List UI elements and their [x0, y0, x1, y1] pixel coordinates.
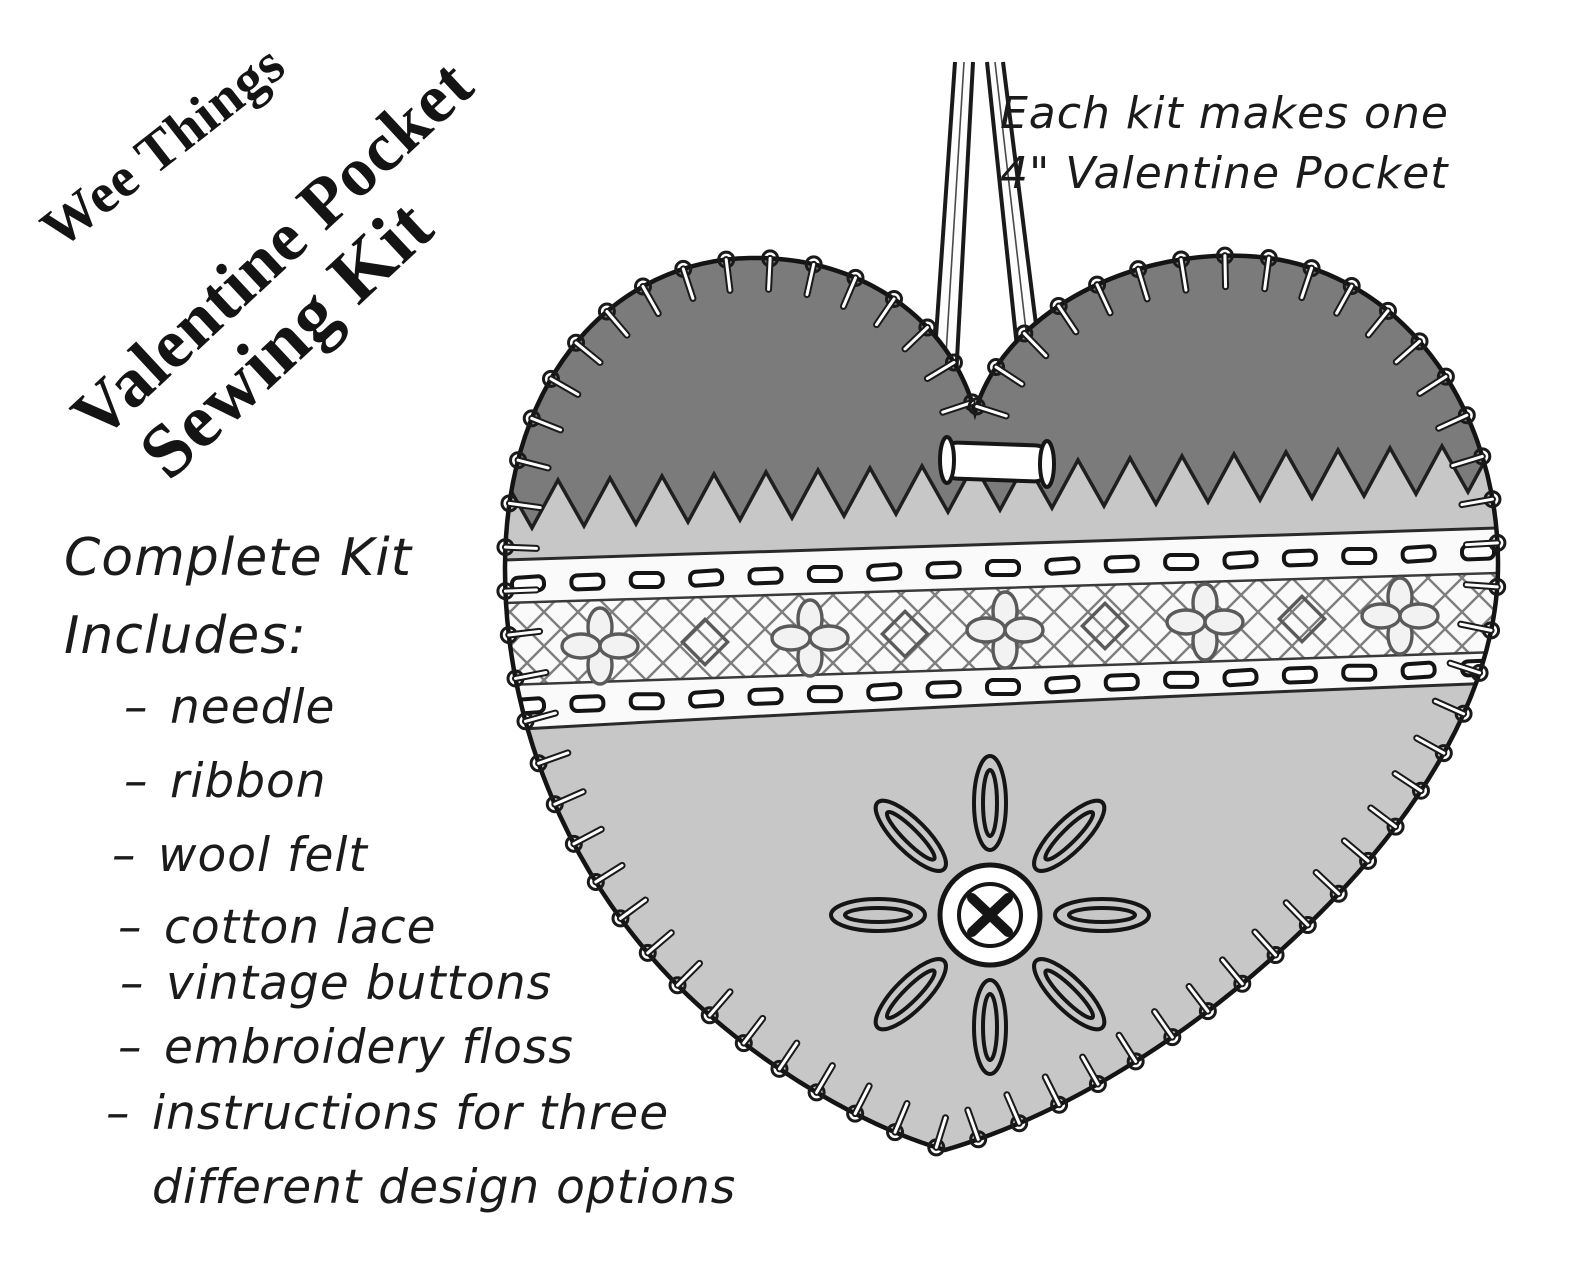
- kit-note-line2: 4" Valentine Pocket: [1000, 148, 1449, 199]
- kit-item-instructions-cont: different design options: [106, 1160, 736, 1215]
- kit-item-label: ribbon: [170, 754, 327, 809]
- kit-item-vintage-buttons: –vintage buttons: [120, 956, 552, 1011]
- kit-item-label: instructions for three: [152, 1086, 670, 1141]
- blanket-stitch-edge: [496, 246, 1507, 1157]
- kit-item-cotton-lace: –cotton lace: [118, 900, 437, 955]
- kit-item-ribbon: –ribbon: [124, 754, 327, 809]
- button-flower: [829, 754, 1151, 1076]
- item-dash: –: [120, 956, 145, 1011]
- kit-item-wool-felt: –wool felt: [112, 828, 368, 883]
- kit-list-heading-line2: Includes:: [64, 606, 307, 666]
- buttonhole-slot: [938, 435, 1056, 489]
- kit-note: Each kit makes one 4" Valentine Pocket: [1000, 84, 1449, 204]
- kit-item-label: different design options: [152, 1160, 737, 1215]
- kit-item-label: vintage buttons: [166, 956, 553, 1011]
- item-dash: –: [118, 900, 143, 955]
- kit-list-heading-line1: Complete Kit: [64, 528, 413, 588]
- running-stitch-row-top: [509, 542, 1497, 594]
- kit-item-label: needle: [170, 680, 336, 735]
- lace-band: [504, 526, 1499, 732]
- lace-flower-motifs: [560, 576, 1440, 686]
- kit-item-embroidery-floss: –embroidery floss: [118, 1020, 574, 1075]
- item-dash: –: [112, 828, 137, 883]
- kit-item-needle: –needle: [124, 680, 335, 735]
- kit-item-instructions: –instructions for three: [106, 1086, 669, 1141]
- item-dash: –: [124, 754, 149, 809]
- running-stitch-row-bottom: [509, 658, 1497, 716]
- kit-note-line1: Each kit makes one: [1000, 88, 1449, 139]
- kit-item-label: cotton lace: [164, 900, 437, 955]
- kit-item-label: wool felt: [158, 828, 368, 883]
- item-dash: –: [124, 680, 149, 735]
- kit-item-label: embroidery floss: [164, 1020, 574, 1075]
- item-dash: –: [106, 1086, 131, 1141]
- item-dash: –: [118, 1020, 143, 1075]
- item-dash: [106, 1160, 152, 1215]
